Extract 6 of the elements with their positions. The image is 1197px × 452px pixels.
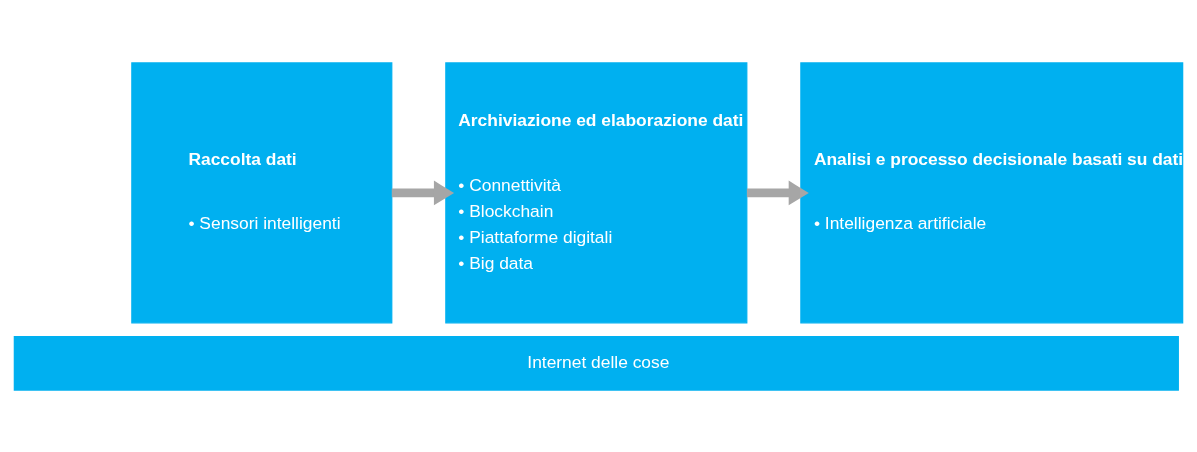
arrow (746, 180, 809, 205)
arrow (391, 180, 455, 205)
node-box: Archiviazione ed elaborazione dati • Connettività • Blockchain • Piattaforme digitali • Big data (445, 61, 748, 323)
node-box: Analisi e processo decisionale basati su dati • Intelligenza artificiale (800, 61, 1184, 323)
node-box: Raccolta dati • Sensori intelligenti (131, 61, 393, 323)
node-box: Internet delle cose (13, 335, 1179, 391)
